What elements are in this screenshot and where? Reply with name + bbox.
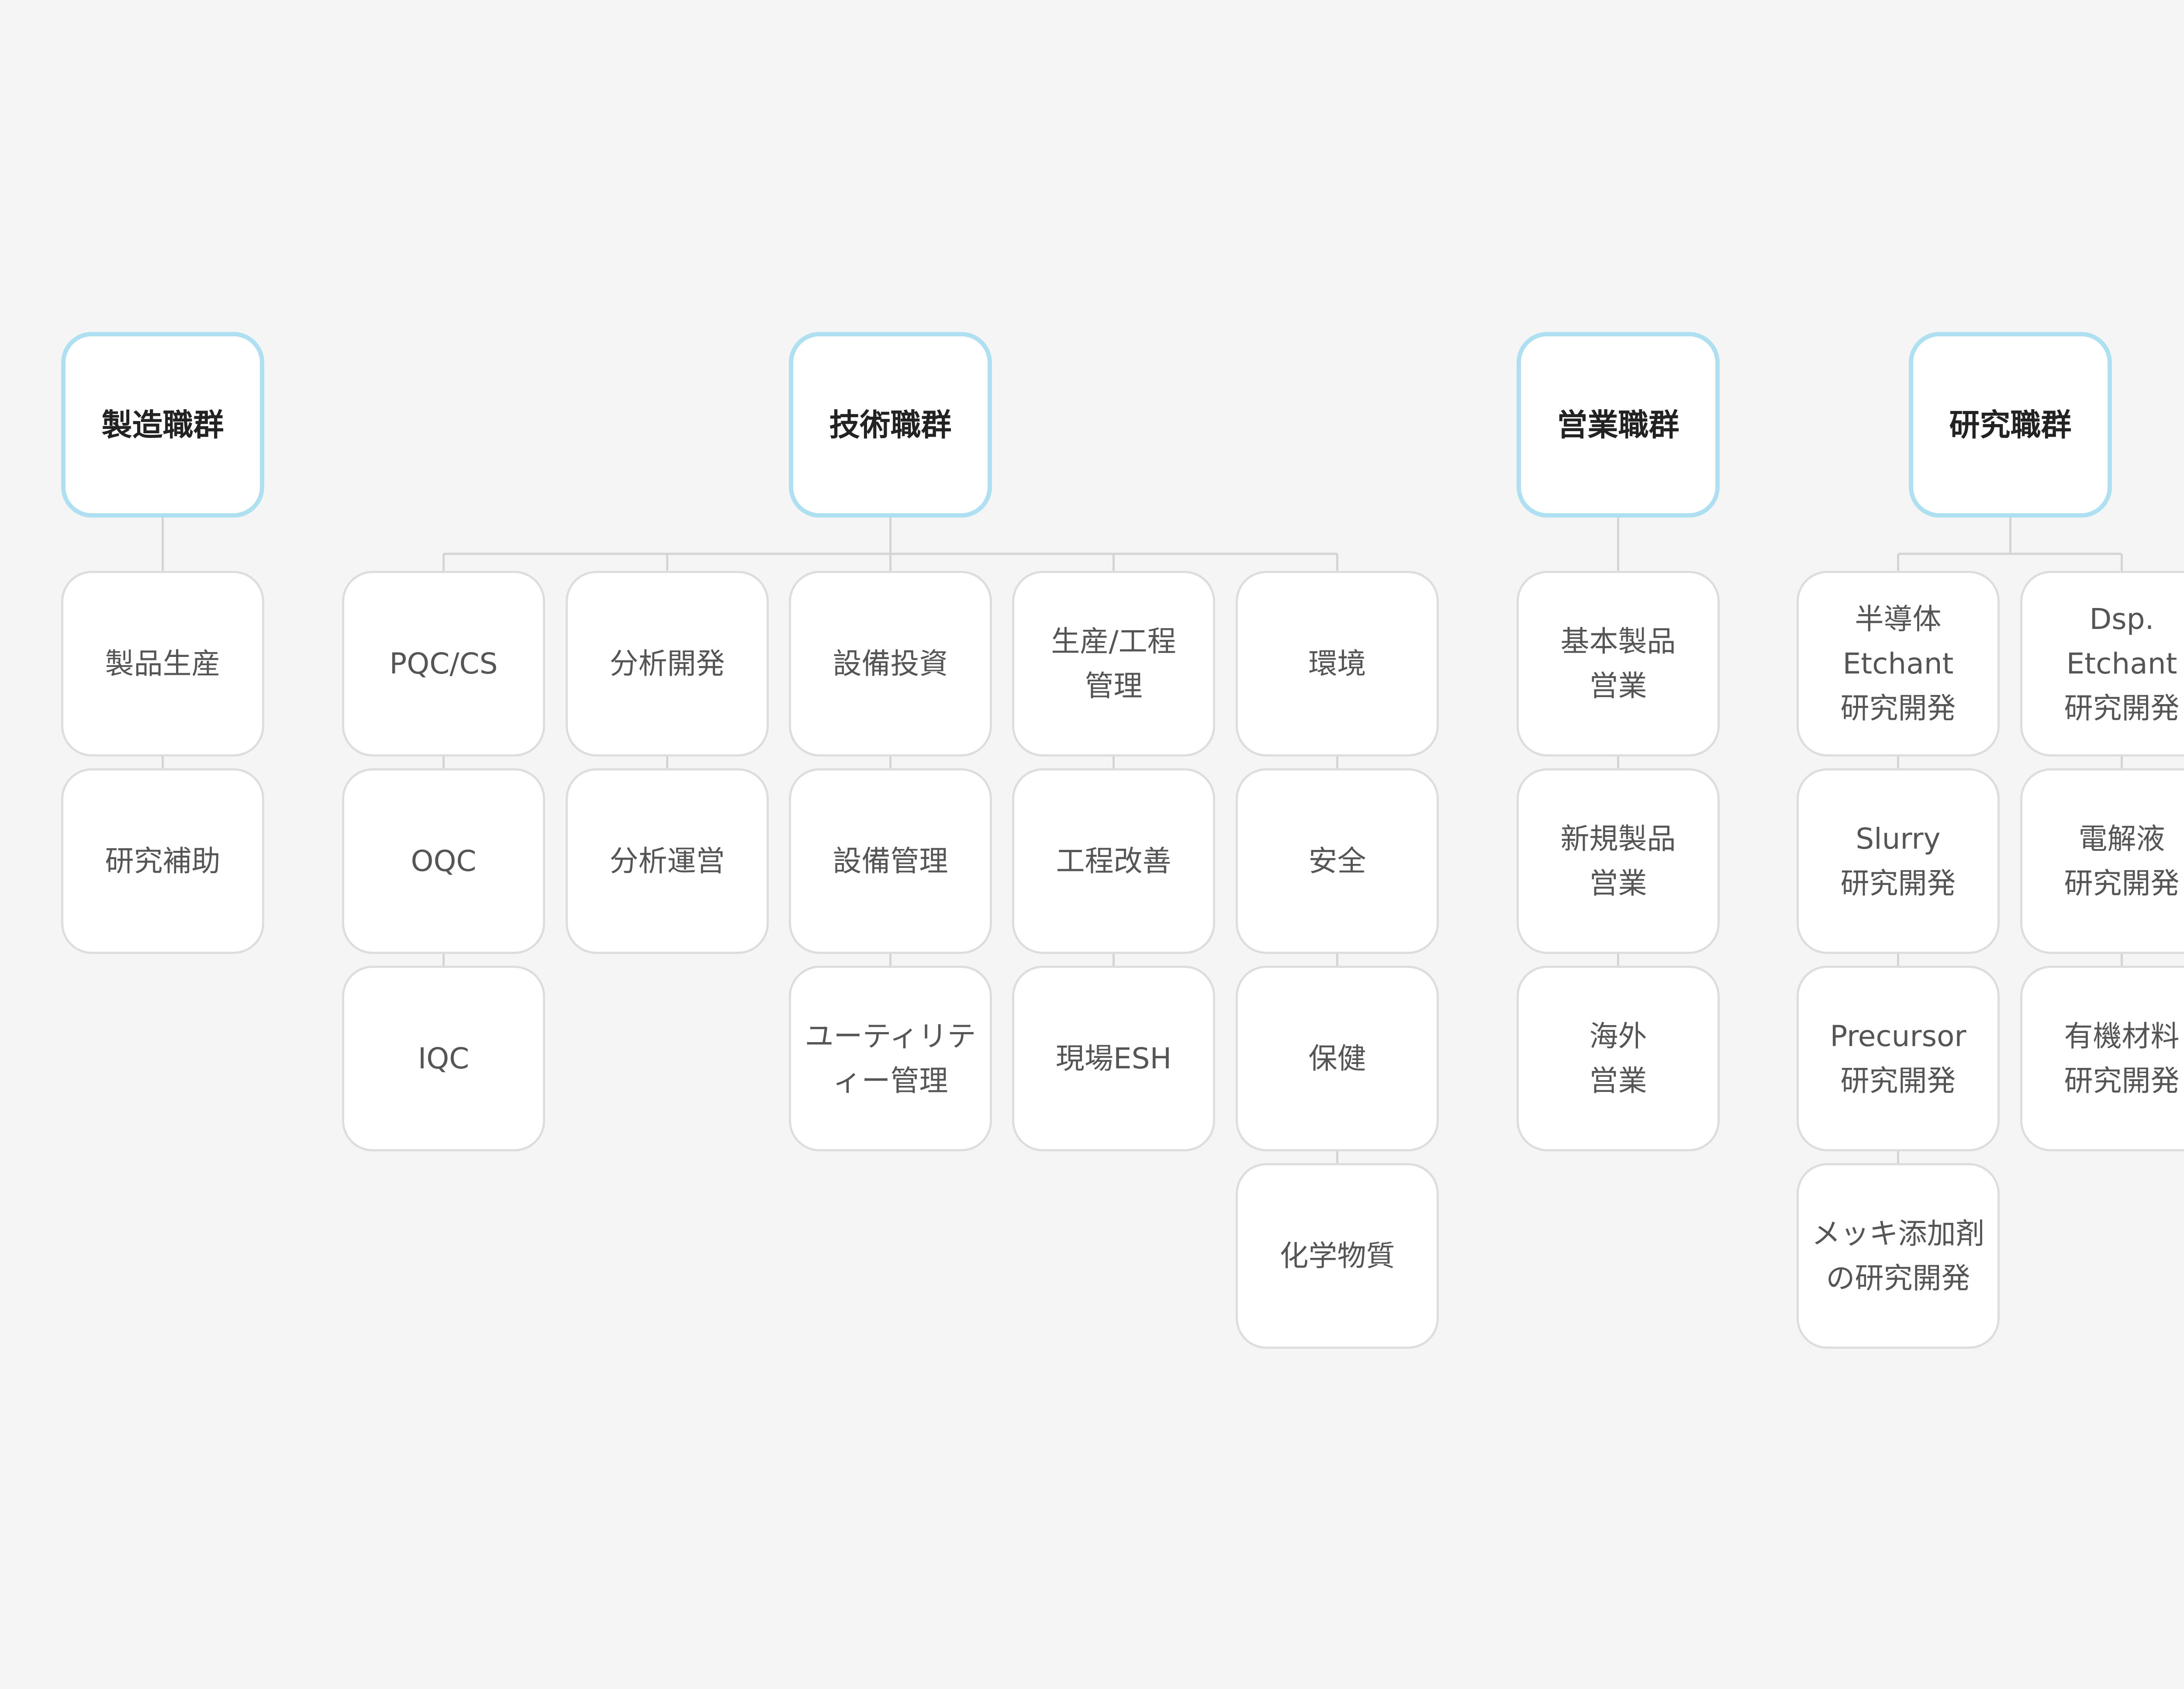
job-node-1-4-1-label: 安全	[1308, 844, 1366, 878]
job-node-3-0-0: 半導体 Etchant 研究開発	[1797, 571, 2000, 756]
category-node-0: 製造職群	[61, 332, 264, 518]
job-node-3-0-0-label: 半導体 Etchant 研究開発	[1840, 602, 1956, 725]
job-node-1-0-2: IQC	[342, 966, 545, 1151]
job-node-0-0-0-label: 製品生産	[105, 646, 221, 680]
job-node-1-3-0-label: 生産/工程 管理	[1051, 624, 1176, 703]
job-node-1-0-1-label: OQC	[411, 844, 477, 878]
job-node-1-2-0-label: 設備投資	[833, 646, 948, 680]
job-node-1-2-1-label: 設備管理	[833, 844, 948, 878]
job-node-1-4-3-label: 化学物質	[1279, 1239, 1395, 1273]
job-node-1-4-0-label: 環境	[1308, 646, 1366, 680]
category-node-1: 技術職群	[789, 332, 992, 518]
job-node-3-1-1-label: 電解液 研究開発	[2064, 822, 2180, 900]
job-node-3-0-1-label: Slurry 研究開発	[1840, 822, 1956, 900]
job-node-1-3-0: 生産/工程 管理	[1012, 571, 1215, 756]
job-node-1-4-2: 保健	[1236, 966, 1439, 1151]
category-node-3: 研究職群	[1909, 332, 2112, 518]
job-node-1-4-0: 環境	[1236, 571, 1439, 756]
job-node-1-0-0-label: PQC/CS	[389, 646, 498, 680]
job-node-1-3-2: 現場ESH	[1012, 966, 1215, 1151]
job-node-3-0-3: メッキ添加剤 の研究開発	[1797, 1163, 2000, 1349]
job-node-3-1-2: 有機材料 研究開発	[2020, 966, 2184, 1151]
job-node-1-4-1: 安全	[1236, 768, 1439, 954]
job-node-1-3-1: 工程改善	[1012, 768, 1215, 954]
job-node-1-1-0-label: 分析開発	[609, 646, 725, 680]
job-node-1-2-2-label: ユーティリテ ィー管理	[805, 1019, 976, 1098]
category-node-2: 営業職群	[1517, 332, 1720, 518]
category-node-2-label: 営業職群	[1557, 407, 1679, 443]
job-node-1-1-1-label: 分析運営	[609, 844, 725, 878]
job-node-1-4-2-label: 保健	[1308, 1041, 1366, 1075]
job-node-1-2-2: ユーティリテ ィー管理	[789, 966, 992, 1151]
job-node-3-0-2-label: Precursor 研究開発	[1830, 1019, 1966, 1098]
job-node-2-0-2: 海外 営業	[1517, 966, 1720, 1151]
job-node-2-0-2-label: 海外 営業	[1589, 1019, 1647, 1098]
category-node-3-label: 研究職群	[1949, 407, 2072, 443]
job-node-3-1-1: 電解液 研究開発	[2020, 768, 2184, 954]
job-node-0-0-1: 研究補助	[61, 768, 264, 954]
job-node-1-2-1: 設備管理	[789, 768, 992, 954]
job-node-1-1-1: 分析運営	[566, 768, 769, 954]
job-node-1-0-0: PQC/CS	[342, 571, 545, 756]
job-node-3-1-0-label: Dsp. Etchant 研究開発	[2064, 602, 2180, 725]
job-node-1-3-1-label: 工程改善	[1056, 844, 1171, 878]
job-node-1-0-2-label: IQC	[418, 1041, 470, 1075]
job-node-0-0-0: 製品生産	[61, 571, 264, 756]
job-node-3-1-2-label: 有機材料 研究開発	[2064, 1019, 2180, 1098]
job-node-1-3-2-label: 現場ESH	[1055, 1041, 1172, 1075]
category-node-0-label: 製造職群	[101, 407, 224, 443]
job-node-2-0-0: 基本製品 営業	[1517, 571, 1720, 756]
job-node-3-0-2: Precursor 研究開発	[1797, 966, 2000, 1151]
job-node-3-0-1: Slurry 研究開発	[1797, 768, 2000, 954]
job-node-1-2-0: 設備投資	[789, 571, 992, 756]
job-node-1-4-3: 化学物質	[1236, 1163, 1439, 1349]
job-node-1-0-1: OQC	[342, 768, 545, 954]
job-node-2-0-1-label: 新規製品 営業	[1560, 822, 1676, 900]
job-node-1-1-0: 分析開発	[566, 571, 769, 756]
job-node-0-0-1-label: 研究補助	[105, 844, 221, 878]
category-node-1-label: 技術職群	[829, 407, 952, 443]
job-node-3-0-3-label: メッキ添加剤 の研究開発	[1811, 1216, 1985, 1295]
job-node-2-0-0-label: 基本製品 営業	[1560, 624, 1676, 703]
job-node-2-0-1: 新規製品 営業	[1517, 768, 1720, 954]
job-node-3-1-0: Dsp. Etchant 研究開発	[2020, 571, 2184, 756]
